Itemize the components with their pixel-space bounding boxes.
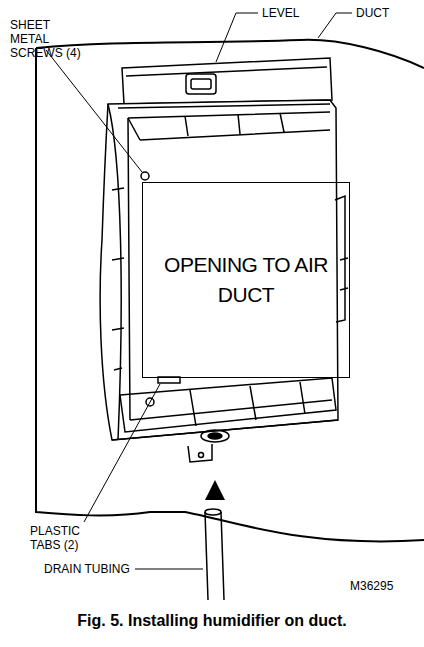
sheet-metal-screw	[141, 172, 149, 180]
drain-tubing	[205, 512, 224, 600]
level	[122, 58, 332, 104]
leader-line	[46, 50, 142, 172]
housing-clips	[112, 188, 124, 370]
drain-hole	[208, 433, 222, 439]
arrow	[214, 490, 217, 500]
leader-line	[135, 569, 203, 570]
housing	[108, 104, 121, 440]
duct-opening: OPENING TO AIR DUCT	[142, 182, 350, 378]
mounting-tab	[188, 444, 212, 462]
drain-hole	[201, 430, 229, 442]
leader-line	[216, 13, 258, 62]
part-label: DRAIN TUBING	[44, 562, 130, 576]
part-label: PLASTIC TABS (2)	[30, 524, 100, 552]
level-bubble	[186, 74, 216, 94]
tray	[112, 420, 338, 440]
mounting-hole	[199, 453, 204, 458]
part-label: SHEET METAL SCREWS (4)	[10, 18, 90, 60]
housing-frame	[128, 113, 330, 140]
leader-line	[318, 13, 352, 38]
duct-outline	[36, 48, 424, 541]
opening-label: OPENING TO AIR DUCT	[143, 250, 349, 310]
tray	[120, 378, 336, 432]
tray	[190, 382, 305, 426]
drain-tubing	[205, 509, 221, 515]
part-label: DUCT	[356, 6, 389, 20]
leader-line	[84, 384, 160, 522]
figure-caption: Fig. 5. Installing humidifier on duct.	[0, 612, 424, 630]
housing-frame	[335, 196, 348, 322]
housing	[118, 104, 330, 108]
figure-number: M36295	[350, 579, 393, 593]
level-bubble	[191, 79, 211, 89]
level	[126, 67, 327, 76]
part-label: LEVEL	[262, 6, 299, 20]
